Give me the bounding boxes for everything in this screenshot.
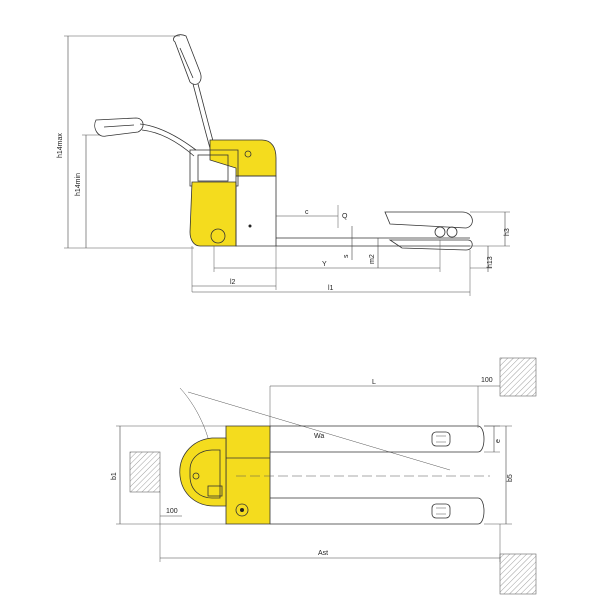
- dim-h14min: h14min: [75, 134, 100, 248]
- forks-top: [236, 425, 490, 525]
- dim-h3: h3: [470, 211, 511, 247]
- truck-top: [179, 425, 271, 525]
- label-l1: l1: [328, 285, 334, 292]
- label-Ast: Ast: [318, 550, 328, 557]
- label-Wa: Wa: [314, 433, 324, 440]
- dim-b1: b1: [111, 425, 226, 525]
- top-view: L 100 Wa b1: [111, 357, 537, 595]
- dim-h13: h13: [470, 246, 494, 272]
- label-h13: h13: [487, 256, 494, 268]
- head-unit: [189, 139, 277, 247]
- label-e: e: [495, 439, 502, 443]
- handle-lowered: [94, 117, 197, 157]
- label-b1: b1: [111, 472, 118, 480]
- dim-Wa-line: [187, 391, 451, 471]
- label-b5: b5: [507, 474, 514, 482]
- dim-c-Q: c Q: [276, 205, 348, 228]
- wall-block-top-right: [499, 357, 537, 397]
- label-h14min: h14min: [75, 173, 82, 196]
- dim-L: L: [269, 379, 479, 428]
- label-h14max: h14max: [57, 133, 64, 158]
- forks-side: [276, 211, 473, 251]
- side-view: h14max h14min: [57, 34, 511, 296]
- label-Q: Q: [342, 213, 348, 220]
- label-clearance-left: 100: [166, 508, 178, 515]
- dim-clearance-top: 100: [478, 377, 500, 387]
- label-Y: Y: [322, 261, 327, 268]
- dim-m2: m2: [369, 238, 379, 268]
- label-clearance-top: 100: [481, 377, 493, 384]
- dim-l1: l1: [192, 250, 471, 296]
- dim-s: s: [343, 226, 353, 260]
- dim-b5: b5: [484, 425, 514, 525]
- handle-raised: [173, 34, 218, 156]
- label-s: s: [343, 254, 350, 258]
- dim-h14max: h14max: [57, 35, 180, 248]
- label-m2: m2: [369, 254, 376, 264]
- dim-Ast: Ast: [160, 524, 501, 562]
- dim-Y: Y: [213, 240, 441, 272]
- wall-block-left: [129, 451, 161, 493]
- wall-block-bottom-right: [499, 553, 537, 595]
- label-h3: h3: [504, 228, 511, 236]
- label-L: L: [372, 379, 376, 386]
- dim-l2: l2: [191, 246, 277, 292]
- dim-clearance-left: 100: [159, 492, 182, 562]
- label-l2: l2: [230, 279, 236, 286]
- label-c: c: [305, 209, 309, 216]
- dim-e: e: [484, 425, 502, 453]
